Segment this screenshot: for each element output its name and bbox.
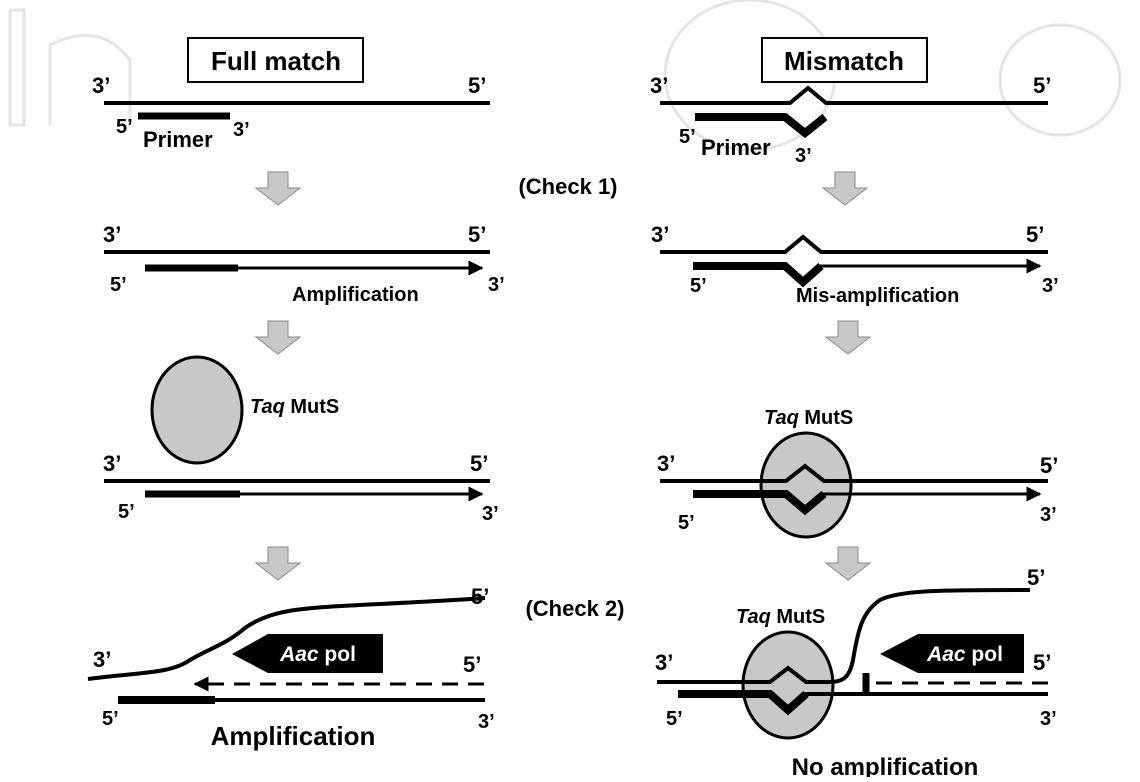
three-prime-label: 3’ [478, 711, 495, 733]
down-arrow [824, 320, 872, 355]
template-strand [660, 85, 1048, 105]
mutS-protein [150, 355, 244, 465]
three-prime-label: 3’ [92, 73, 110, 98]
five-prime-label: 5’ [666, 708, 683, 730]
five-prime-label: 5’ [118, 501, 135, 523]
three-prime-label: 3’ [651, 222, 669, 247]
three-prime-label: 3’ [655, 650, 673, 675]
misamplification-label: Mis-amplification [796, 285, 959, 307]
mutS-label: Taq MutS [736, 606, 825, 628]
three-prime-label: 3’ [488, 274, 505, 296]
three-prime-label: 3’ [233, 119, 250, 141]
five-prime-label: 5’ [679, 126, 696, 148]
amplification-result-label: Amplification [211, 721, 376, 751]
three-prime-label: 3’ [103, 451, 121, 476]
displaced-strand [87, 596, 486, 681]
down-arrow [821, 171, 869, 206]
primer-strand [693, 490, 827, 516]
amplification-label: Amplification [292, 284, 419, 306]
three-prime-label: 3’ [93, 647, 111, 672]
left-panel: Full match 3’ 5’ 5’ 3’ Primer 3’ 5’ 5’ A… [87, 37, 505, 751]
mismatch-title: Mismatch [784, 46, 904, 76]
five-prime-label: 5’ [102, 708, 119, 730]
aac-pol-label: Aac pol [926, 643, 1003, 666]
five-prime-label: 5’ [110, 274, 127, 296]
three-prime-label: 3’ [795, 145, 812, 167]
watermark [8, 0, 1122, 152]
template-strand [657, 588, 1031, 684]
aac-pol-label: Aac pol [279, 643, 356, 666]
primer-strand [693, 262, 824, 288]
primer-strand [678, 690, 809, 716]
three-prime-label: 3’ [657, 451, 675, 476]
five-prime-label: 5’ [463, 652, 481, 677]
five-prime-label: 5’ [1033, 650, 1051, 675]
five-prime-label: 5’ [1027, 565, 1045, 590]
three-prime-label: 3’ [103, 222, 121, 247]
no-amplification-label: No amplification [792, 754, 979, 777]
full-match-title: Full match [211, 46, 341, 76]
five-prime-label: 5’ [1040, 453, 1058, 478]
five-prime-label: 5’ [468, 222, 486, 247]
aac-pol-enzyme [880, 634, 1024, 673]
aac-pol-enzyme [232, 634, 383, 673]
three-prime-label: 3’ [1040, 708, 1057, 730]
template-strand [660, 463, 1048, 483]
primer-label: Primer [143, 127, 213, 152]
primer-strand [695, 113, 828, 139]
five-prime-label: 5’ [1033, 73, 1051, 98]
down-arrow [824, 546, 872, 581]
three-prime-label: 3’ [1042, 275, 1059, 297]
check-1-label: (Check 1) [518, 174, 617, 199]
check-2-label: (Check 2) [525, 596, 624, 621]
mutS-label: Taq MutS [764, 407, 853, 429]
five-prime-label: 5’ [116, 116, 133, 138]
five-prime-label: 5’ [690, 275, 707, 297]
five-prime-label: 5’ [468, 73, 486, 98]
down-arrow [254, 546, 302, 581]
primer-label: Primer [701, 135, 771, 160]
five-prime-label: 5’ [678, 512, 695, 534]
down-arrow [254, 171, 302, 206]
mutS-label: Taq MutS [250, 396, 339, 418]
five-prime-label: 5’ [1026, 222, 1044, 247]
mutS-protein [759, 431, 853, 539]
three-prime-label: 3’ [1040, 504, 1057, 526]
template-strand [660, 234, 1048, 254]
three-prime-label: 3’ [650, 73, 668, 98]
five-prime-label: 5’ [470, 451, 488, 476]
mismatch-title-box [761, 37, 928, 83]
down-arrow [254, 320, 302, 355]
right-panel: Mismatch 3’ 5’ 5’ Primer 3’ 3’ 5’ 5’ Mis… [650, 37, 1059, 781]
mutS-protein [741, 630, 835, 740]
full-match-title-box [187, 37, 364, 83]
three-prime-label: 3’ [482, 503, 499, 525]
